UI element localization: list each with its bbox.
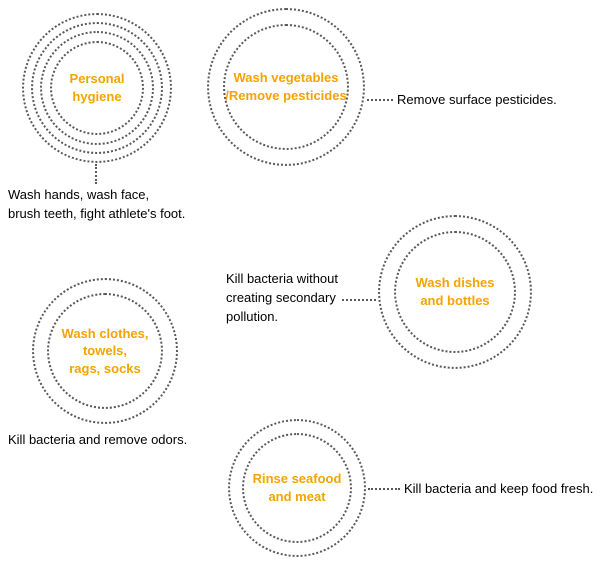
- dotted-ring-icon: [47, 293, 163, 409]
- dotted-ring-icon: [50, 41, 144, 135]
- node-rinse-seafood: Rinse seafood and meat: [228, 419, 366, 557]
- node-personal-hygiene: Personal hygiene: [22, 13, 172, 163]
- dotted-ring-icon: [223, 24, 349, 150]
- node-label-wash-dishes: Wash dishes and bottles: [415, 275, 495, 308]
- dotted-ring-icon: [228, 419, 366, 557]
- note-wash-clothes: Kill bacteria and remove odors.: [8, 432, 188, 447]
- node-wash-vegetables: Wash vegetables /Remove pesticides: [207, 8, 365, 166]
- connector-personal-hygiene: [95, 164, 97, 184]
- dotted-ring-icon: [394, 231, 516, 353]
- dotted-ring-icon: [242, 433, 352, 543]
- node-label-wash-vegetables: Wash vegetables /Remove pesticides: [225, 70, 347, 103]
- dotted-ring-icon: [22, 13, 172, 163]
- dotted-ring-icon: [40, 31, 154, 145]
- note-wash-vegetables: Remove surface pesticides.: [397, 92, 557, 107]
- note-personal-hygiene: Wash hands, wash face, brush teeth, figh…: [8, 187, 186, 221]
- dotted-ring-icon: [378, 215, 532, 369]
- node-label-personal-hygiene: Personal hygiene: [69, 71, 125, 104]
- node-wash-clothes: Wash clothes, towels, rags, socks: [32, 278, 178, 424]
- node-wash-dishes: Wash dishes and bottles: [378, 215, 532, 369]
- dotted-ring-icon: [31, 22, 163, 154]
- dotted-ring-icon: [207, 8, 365, 166]
- dotted-ring-icon: [32, 278, 178, 424]
- note-rinse-seafood: Kill bacteria and keep food fresh.: [404, 481, 594, 496]
- connector-wash-dishes: [342, 299, 376, 301]
- connector-rinse-seafood: [368, 488, 400, 490]
- node-label-wash-clothes: Wash clothes, towels, rags, socks: [61, 325, 149, 376]
- connector-wash-vegetables: [367, 99, 393, 101]
- node-label-rinse-seafood: Rinse seafood and meat: [252, 471, 342, 504]
- note-wash-dishes: Kill bacteria without creating secondary…: [226, 271, 338, 324]
